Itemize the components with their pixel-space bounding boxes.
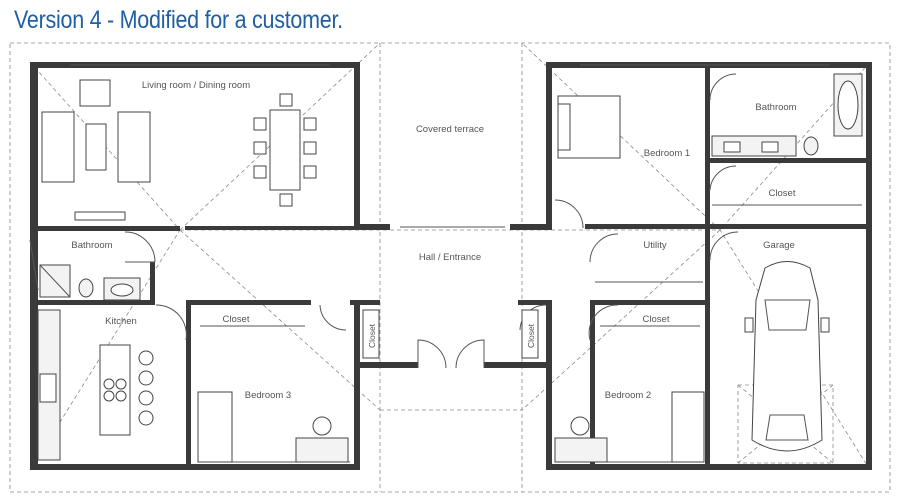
bedroom1-furniture xyxy=(557,95,621,159)
label-bedroom2: Bedroom 2 xyxy=(605,390,651,401)
label-bathroom-left: Bathroom xyxy=(71,240,112,251)
center-closets xyxy=(362,309,539,359)
label-kitchen: Kitchen xyxy=(105,316,137,327)
living-furniture xyxy=(41,79,151,221)
label-living-dining: Living room / Dining room xyxy=(142,80,250,91)
right-bathroom-fixtures xyxy=(711,73,863,157)
label-closet-right: Closet xyxy=(769,188,796,199)
left-bathroom-fixtures xyxy=(39,264,141,301)
dining-furniture xyxy=(253,93,317,207)
label-hall: Hall / Entrance xyxy=(419,252,481,263)
doors xyxy=(124,73,739,369)
label-covered-terrace: Covered terrace xyxy=(416,124,484,135)
label-closet-bed2: Closet xyxy=(643,314,670,325)
label-bedroom3: Bedroom 3 xyxy=(245,390,291,401)
label-bathroom-right: Bathroom xyxy=(755,102,796,113)
kitchen-fixtures xyxy=(37,309,154,461)
label-garage: Garage xyxy=(763,240,795,251)
bedroom3-furniture xyxy=(197,325,349,463)
room-labels: Living room / Dining room Covered terrac… xyxy=(71,80,796,401)
bedroom2-furniture xyxy=(554,325,705,463)
label-utility: Utility xyxy=(643,240,666,251)
car-icon xyxy=(737,261,834,464)
page-title: Version 4 - Modified for a customer. xyxy=(14,6,343,34)
label-closet-bed3: Closet xyxy=(223,314,250,325)
label-closet-right-vertical: Closet xyxy=(526,323,536,348)
label-bedroom1: Bedroom 1 xyxy=(644,148,690,159)
label-closet-left-vertical: Closet xyxy=(367,323,377,348)
